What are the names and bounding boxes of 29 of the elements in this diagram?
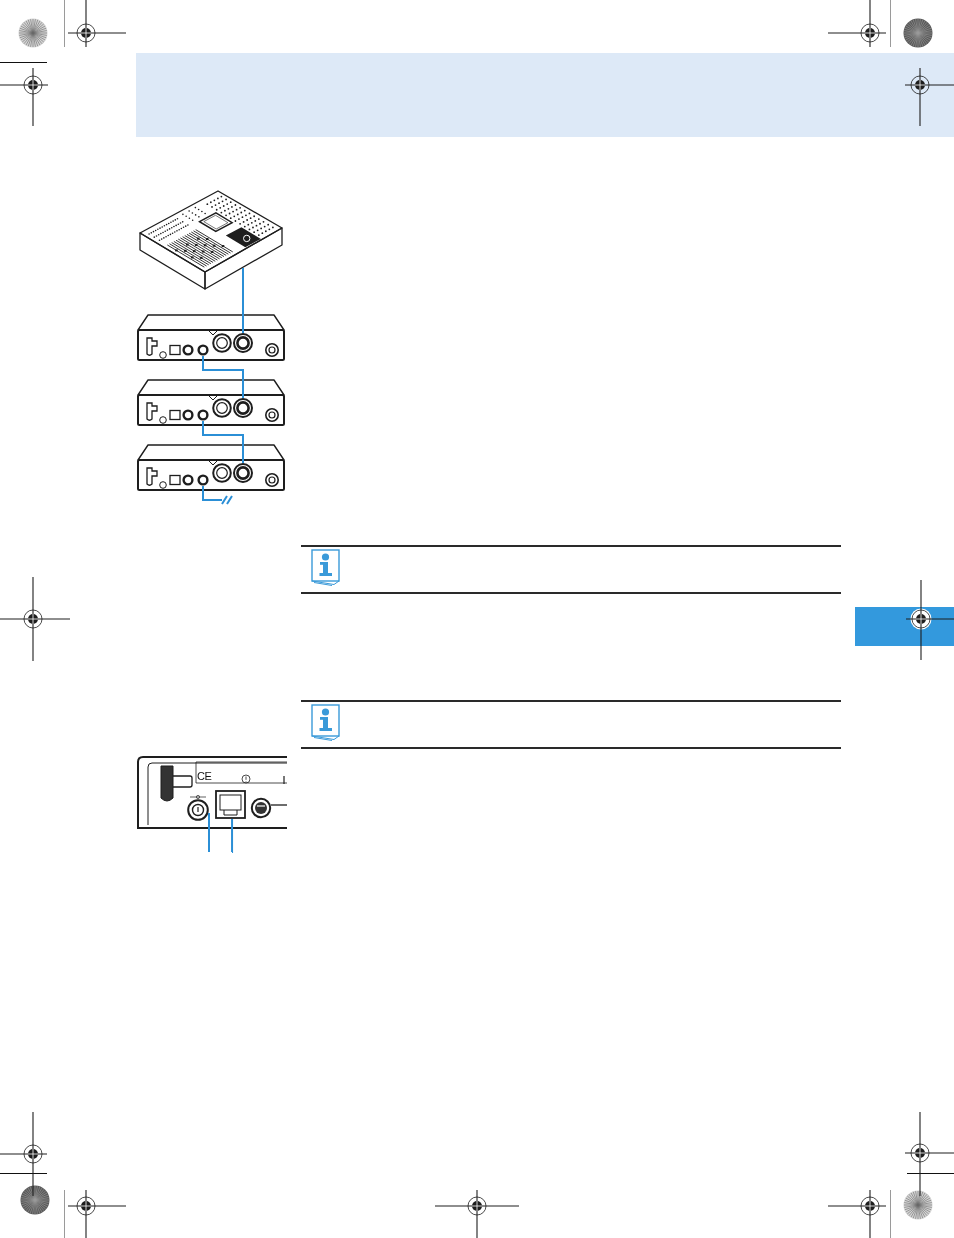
large-jack-socket [233,398,253,418]
audio-cable [202,420,244,464]
small-jack-socket [197,474,209,486]
round-socket [251,798,271,818]
mixing-console-drawing [139,189,285,292]
receiver-drawing [137,443,286,492]
small-jack-socket [182,344,194,356]
cable [270,804,288,806]
receiver-drawing [137,378,286,427]
leader-line [231,818,234,853]
dc-socket [187,799,209,821]
audio-cable [202,485,233,505]
large-jack-socket [233,333,253,353]
receiver-drawing [137,313,286,362]
leader-line [208,812,210,853]
small-jack-socket [197,409,209,421]
large-round-socket [212,463,232,483]
small-jack-socket [182,474,194,486]
large-jack-socket [233,463,253,483]
small-jack-socket [197,344,209,356]
device-rear-panel-drawing [137,755,287,830]
large-round-socket [212,333,232,353]
audio-cable [202,355,244,399]
large-round-socket [212,398,232,418]
ce-marking: CE [197,771,212,782]
ethernet-port [215,790,246,819]
small-jack-socket [182,409,194,421]
audio-cable [242,267,244,334]
header-band [136,53,954,137]
